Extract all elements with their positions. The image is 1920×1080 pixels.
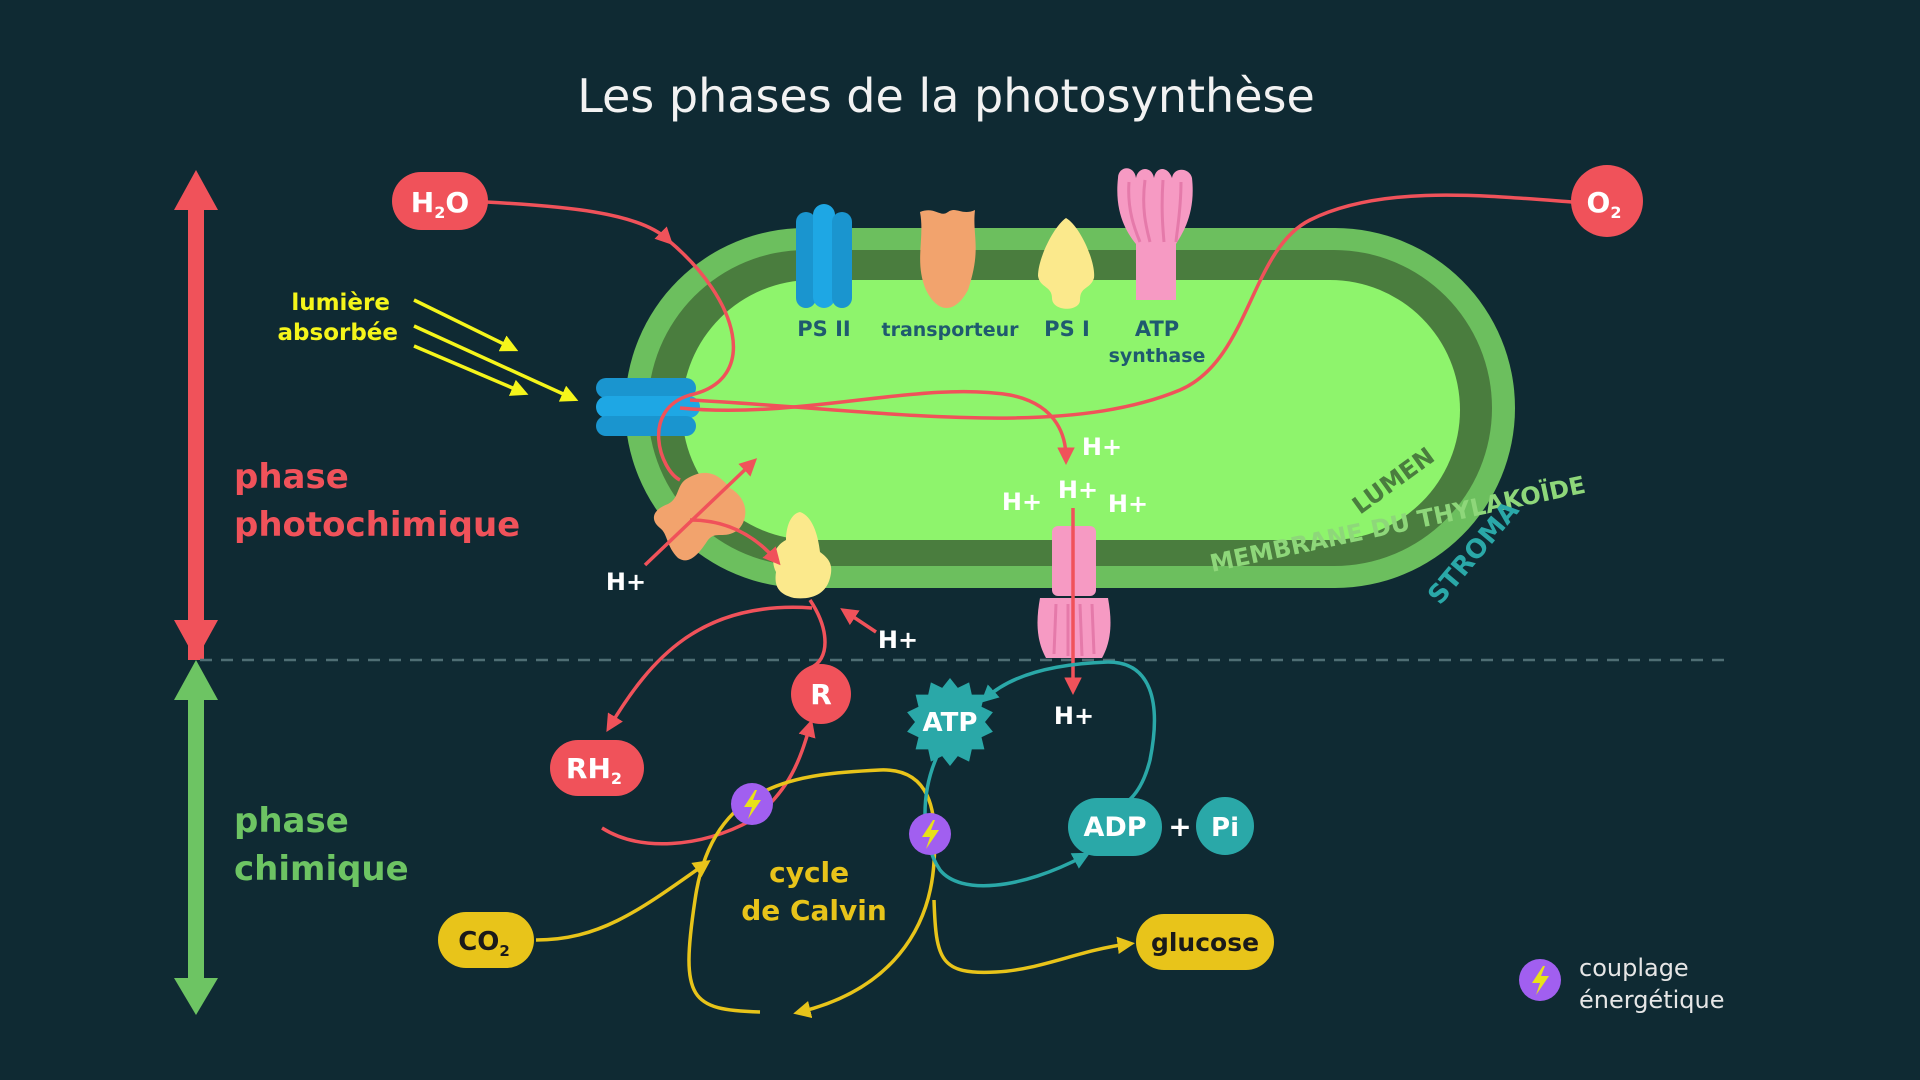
water-h: H <box>411 186 434 219</box>
photochemical-phase-label: phase photochimique <box>234 457 520 545</box>
proton-label-lumen-1: H+ <box>1082 433 1122 461</box>
thylakoid-lumen <box>682 280 1460 540</box>
svg-text:R: R <box>810 678 832 711</box>
atp-synthesis-arrow <box>980 660 1109 703</box>
water-sub: 2 <box>434 203 445 222</box>
stroma-proton-arrow <box>840 608 877 634</box>
co2-sub: 2 <box>499 942 509 960</box>
chemical-phase-label: phase chimique <box>234 801 409 889</box>
transporter-membrane-protein <box>653 472 746 561</box>
diagram-title: Les phases de la photosynthèse <box>577 69 1315 123</box>
ps1-membrane-protein <box>773 512 832 599</box>
proton-label-stroma-1: H+ <box>606 568 646 596</box>
legend-label: couplage énergétique <box>1579 954 1724 1014</box>
svg-text:CO2: CO2 <box>458 927 510 960</box>
electron-path-2 <box>689 518 781 566</box>
glucose-node: glucose <box>1136 914 1274 970</box>
light-arrows <box>413 298 579 402</box>
adp-to-atp-right <box>1101 660 1157 814</box>
proton-pump-arrow <box>643 458 758 567</box>
pi-node: Pi <box>1196 797 1254 855</box>
electron-path-1 <box>657 238 736 482</box>
lightning-icon <box>731 783 773 825</box>
rh2-sub: 2 <box>611 769 622 788</box>
ps1-protein <box>1038 218 1095 309</box>
transporter-label: transporteur <box>882 319 1020 341</box>
ps1-label: PS I <box>1044 317 1090 341</box>
chemical-phase-arrow <box>174 660 218 1015</box>
thylakoid <box>625 228 1515 588</box>
lightning-icon <box>1519 959 1561 1001</box>
proton-label-lumen-2: H+ <box>1058 476 1098 504</box>
svg-text:O2: O2 <box>1587 186 1622 222</box>
water-node: H2O <box>392 172 488 230</box>
oxygen-sub: 2 <box>1610 203 1621 222</box>
glucose-output-arrow <box>932 899 1135 975</box>
svg-text:Pi: Pi <box>1211 813 1239 843</box>
svg-text:H2O: H2O <box>411 186 469 222</box>
co2-node: CO2 <box>438 912 534 968</box>
ps2-protein <box>796 204 852 308</box>
ps2-label: PS II <box>797 317 850 341</box>
rh2-main: RH <box>566 752 611 785</box>
atp-to-adp-arrow <box>923 749 1091 888</box>
svg-text:ADP: ADP <box>1083 812 1146 843</box>
calvin-cycle-label: cycle de Calvin <box>741 856 887 927</box>
atp-synthase-label-line1: ATP <box>1135 317 1179 341</box>
proton-label-stroma-3: H+ <box>1054 702 1094 730</box>
proton-into-lumen-arrow <box>679 389 1075 465</box>
atp-synthase-protein-top <box>1117 168 1193 300</box>
svg-text:ATP: ATP <box>923 708 978 738</box>
co2-main: CO <box>458 927 499 957</box>
oxygen-arrow <box>689 193 1573 420</box>
photochemical-phase-arrow <box>174 170 218 660</box>
proton-label-lumen-4: H+ <box>1108 490 1148 518</box>
oxygen-o: O <box>1587 186 1611 219</box>
water-arrow <box>485 200 673 245</box>
r-return-line <box>808 599 827 670</box>
water-o: O <box>445 186 469 219</box>
lightning-icon <box>909 813 951 855</box>
calvin-cycle-loop <box>687 768 937 1019</box>
ps2-membrane-protein <box>596 378 700 436</box>
atp-synthase-label-line2: synthase <box>1109 345 1206 367</box>
to-rh2-arrow <box>606 605 813 732</box>
proton-label-stroma-2: H+ <box>878 626 918 654</box>
transporter-protein <box>920 210 976 308</box>
svg-text:glucose: glucose <box>1151 928 1259 957</box>
co2-input-arrow <box>535 859 711 942</box>
oxygen-node: O2 <box>1571 165 1643 237</box>
light-label: lumière absorbée <box>278 290 398 346</box>
plus-sign: + <box>1168 810 1191 843</box>
atp-node: ATP <box>907 678 993 766</box>
rh2-node: RH2 <box>550 740 644 796</box>
proton-label-lumen-3: H+ <box>1002 488 1042 516</box>
svg-text:RH2: RH2 <box>566 752 622 788</box>
adp-node: ADP <box>1068 798 1162 856</box>
r-node: R <box>791 664 851 724</box>
